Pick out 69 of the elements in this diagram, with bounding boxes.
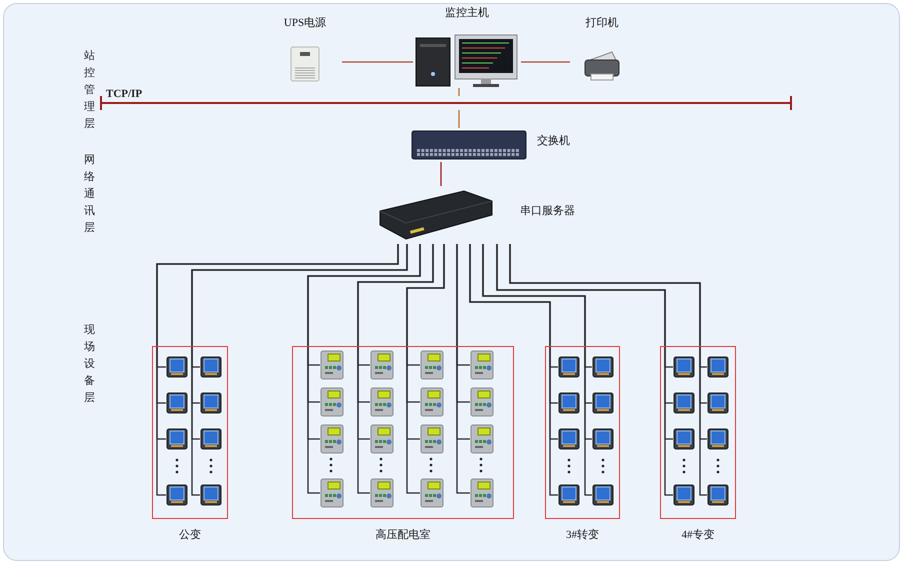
power-meter-picture (707, 356, 729, 378)
power-meter-picture (673, 428, 695, 450)
protection-relay-picture (470, 424, 494, 454)
protection-relay-picture (420, 478, 444, 508)
connection-line (342, 61, 413, 63)
power-meter-picture (558, 428, 580, 450)
group-caption: 3#转变 (566, 528, 599, 542)
device-label: 交换机 (537, 134, 570, 148)
network-bus-line (100, 96, 792, 110)
power-meter-picture (592, 356, 614, 378)
protection-relay-picture (320, 387, 344, 417)
connection-line (458, 110, 460, 128)
group-caption: 公变 (179, 528, 201, 542)
device-label: 串口服务器 (520, 204, 575, 218)
protection-relay-picture (470, 478, 494, 508)
power-meter-picture (200, 392, 222, 414)
power-meter-picture (166, 484, 188, 506)
connection-line (156, 244, 399, 496)
power-meter-picture (200, 356, 222, 378)
power-meter-picture (673, 392, 695, 414)
protection-relay-picture (320, 478, 344, 508)
protection-relay-picture (370, 387, 394, 417)
protection-relay-picture (320, 424, 344, 454)
protection-relay-picture (420, 387, 444, 417)
power-meter-picture (707, 484, 729, 506)
power-meter-picture (166, 392, 188, 414)
layer-label: 网络通讯层 (84, 153, 96, 236)
connection-line (521, 61, 570, 63)
connection-line (469, 244, 558, 496)
power-meter-picture (592, 428, 614, 450)
power-meter-picture (200, 484, 222, 506)
layer-label: 现场设备层 (84, 323, 96, 406)
power-meter-picture (592, 484, 614, 506)
protection-relay-picture (420, 350, 444, 380)
power-meter-picture (707, 428, 729, 450)
connection-line (496, 244, 673, 496)
connection-line (458, 88, 460, 96)
connection-line (440, 162, 442, 186)
group-caption: 高压配电室 (376, 528, 430, 542)
protection-relay-picture (370, 350, 394, 380)
power-meter-picture (200, 428, 222, 450)
power-meter-picture (592, 392, 614, 414)
protection-relay-picture (370, 478, 394, 508)
protection-relay-picture (470, 350, 494, 380)
connection-line (406, 244, 445, 494)
connection-line (482, 244, 592, 496)
device-label: 监控主机 (445, 6, 489, 20)
connection-line (357, 244, 434, 494)
connection-line (456, 244, 470, 494)
protection-relay-picture (370, 424, 394, 454)
device-label: UPS电源 (284, 16, 326, 30)
power-meter-picture (558, 484, 580, 506)
layer-label: 站控管理层 (84, 49, 96, 132)
protection-relay-picture (470, 387, 494, 417)
device-label: 打印机 (586, 16, 618, 30)
protection-relay-picture (420, 424, 444, 454)
power-meter-picture (673, 356, 695, 378)
connection-line (307, 244, 421, 494)
power-meter-picture (166, 356, 188, 378)
power-meter-picture (558, 356, 580, 378)
power-meter-picture (166, 428, 188, 450)
protection-relay-picture (320, 350, 344, 380)
protocol-label: TCP/IP (106, 88, 142, 100)
power-meter-picture (707, 392, 729, 414)
power-meter-picture (673, 484, 695, 506)
connection-line (191, 244, 408, 496)
group-caption: 4#专变 (682, 528, 714, 542)
power-meter-picture (558, 392, 580, 414)
connection-line (509, 244, 707, 496)
